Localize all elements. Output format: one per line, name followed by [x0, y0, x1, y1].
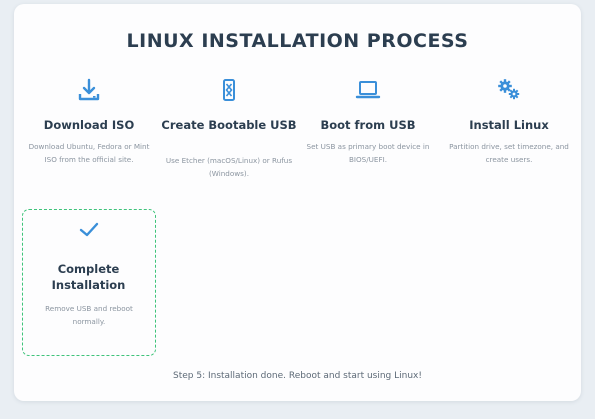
checkmark-icon — [79, 222, 99, 237]
download-icon — [78, 78, 100, 101]
gears-icon — [498, 79, 520, 100]
page-title: LINUX INSTALLATION PROCESS — [126, 30, 469, 52]
step-title: Install Linux — [469, 118, 549, 132]
step-description: Partition drive, set timezone, and creat… — [449, 142, 569, 164]
step-description: Use Etcher (macOS/Linux) or Rufus (Windo… — [165, 156, 293, 178]
usb-drive-icon — [223, 79, 235, 101]
step-description: Set USB as primary boot device in BIOS/U… — [306, 142, 430, 164]
step-title: Download ISO — [43, 118, 135, 132]
process-card — [14, 4, 581, 401]
step-description: Remove USB and reboot normally. — [45, 304, 133, 326]
step-title: Complete Installation — [51, 262, 126, 292]
step-title: Create Bootable USB — [161, 118, 297, 132]
laptop-icon — [355, 81, 381, 99]
step-complete-installation: Complete Installation Remove USB and reb… — [22, 209, 156, 356]
step-description: Download Ubuntu, Fedora or Mint ISO from… — [28, 142, 150, 164]
status-message: Step 5: Installation done. Reboot and st… — [172, 371, 422, 381]
step-title: Boot from USB — [320, 118, 416, 132]
